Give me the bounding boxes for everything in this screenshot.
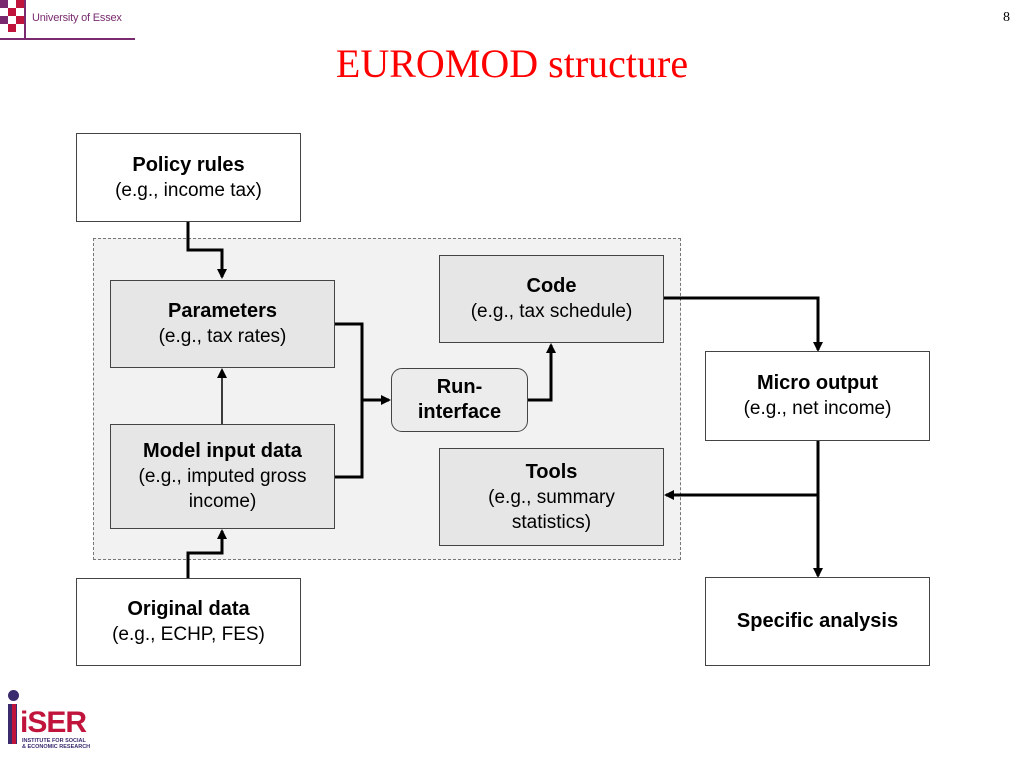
policy-rules-subtitle: (e.g., income tax): [115, 179, 262, 201]
iser-logo-text: iSER: [20, 706, 87, 739]
model-input-data-title: Model input data: [143, 440, 302, 462]
parameters-subtitle: (e.g., tax rates): [158, 326, 287, 347]
model-input-data-subtitle-line2: income): [188, 491, 257, 512]
policy-rules-title: Policy rules: [132, 153, 245, 176]
university-logo-text: University of Essex: [32, 12, 122, 24]
university-of-essex-logo: University of Essex: [0, 0, 135, 40]
iser-logo: iSER INSTITUTE FOR SOCIAL & ECONOMIC RES…: [4, 690, 104, 762]
specific-analysis-box: Specific analysis: [705, 577, 930, 666]
code-subtitle: (e.g., tax schedule): [470, 301, 633, 322]
tools-subtitle-line1: (e.g., summary: [488, 486, 615, 508]
parameters-title: Parameters: [168, 300, 277, 322]
code-box: Code (e.g., tax schedule): [439, 255, 664, 343]
micro-output-subtitle: (e.g., net income): [743, 398, 892, 419]
tools-title: Tools: [525, 460, 578, 483]
micro-output-title: Micro output: [756, 372, 879, 394]
iser-subtitle-line2: & ECONOMIC RESEARCH: [22, 744, 91, 750]
run-interface-box: Run- interface: [391, 368, 528, 432]
original-data-subtitle: (e.g., ECHP, FES): [112, 624, 265, 645]
specific-analysis-title: Specific analysis: [736, 610, 899, 632]
slide-title: EUROMOD structure: [335, 41, 689, 86]
micro-output-box: Micro output (e.g., net income): [705, 351, 930, 441]
model-input-data-box: Model input data (e.g., imputed gross in…: [110, 424, 335, 529]
iser-subtitle-line1: INSTITUTE FOR SOCIAL: [22, 738, 86, 744]
original-data-title: Original data: [127, 598, 250, 620]
slide-number: 8: [1003, 10, 1010, 25]
original-data-box: Original data (e.g., ECHP, FES): [76, 578, 301, 666]
code-title: Code: [526, 275, 577, 297]
parameters-box: Parameters (e.g., tax rates): [110, 280, 335, 368]
policy-rules-box: Policy rules (e.g., income tax): [76, 133, 301, 222]
tools-subtitle-line2: statistics): [511, 511, 592, 533]
arrow-code-to-micro: [664, 296, 823, 352]
run-interface-line2: interface: [417, 401, 502, 423]
model-input-data-subtitle-line1: (e.g., imputed gross: [138, 466, 307, 487]
tools-box: Tools (e.g., summary statistics): [439, 448, 664, 546]
run-interface-line1: Run-: [436, 376, 483, 398]
